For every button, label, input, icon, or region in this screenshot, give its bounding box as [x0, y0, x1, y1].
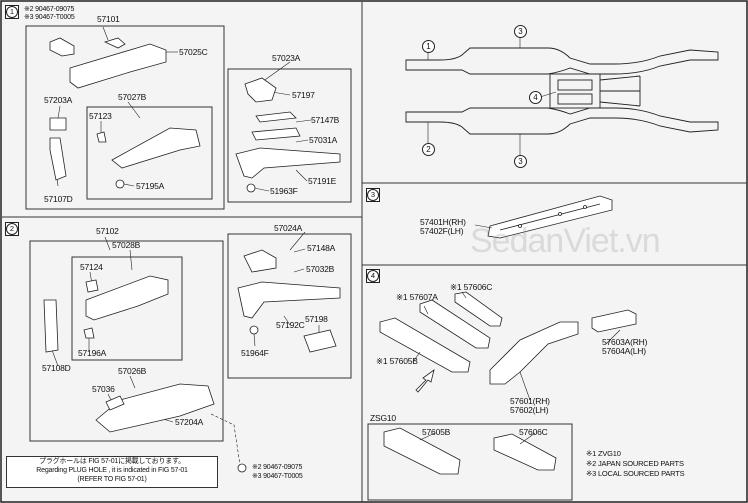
- label-57147B: 57147B: [311, 115, 340, 125]
- bolt-label-1: ※2 90467-09075: [252, 464, 303, 471]
- label-57196A: 57196A: [78, 348, 107, 358]
- rail-part-57401H: [487, 195, 613, 239]
- note-line-en: Regarding PLUG HOLE , it is indicated in…: [36, 467, 188, 474]
- section-1-marker: 1: [5, 5, 19, 19]
- label-57192C: 57192C: [276, 320, 305, 330]
- plug-hole-note: プラグホールは FIG 57-01に掲載しております。 Regarding PL…: [6, 456, 218, 488]
- label-57107D: 57107D: [44, 194, 73, 204]
- watermark: SedanViet.vn: [470, 222, 661, 260]
- label-57032B: 57032B: [306, 264, 335, 274]
- frame-outline: [405, 47, 719, 135]
- label-57101: 57101: [97, 14, 120, 24]
- label-57606C: ※1 57606C: [450, 282, 493, 292]
- legend-2: ※2 JAPAN SOURCED PARTS: [586, 459, 684, 468]
- label-57031A: 57031A: [309, 135, 338, 145]
- label-57605B-zsg: 57605B: [422, 427, 451, 437]
- label-57607A: ※1 57607A: [396, 292, 438, 302]
- label-57203A: 57203A: [44, 95, 73, 105]
- label-57198: 57198: [305, 314, 328, 324]
- label-57102: 57102: [96, 226, 119, 236]
- overview-callout-2: 2: [422, 143, 435, 156]
- label-57027B: 57027B: [118, 92, 147, 102]
- bolt-note-1: ※2 90467-09075: [24, 6, 75, 13]
- label-57023A: 57023A: [272, 53, 301, 63]
- label-57603A: 57603A(RH): [602, 337, 648, 347]
- label-57197: 57197: [292, 90, 315, 100]
- label-57024A: 57024A: [274, 223, 303, 233]
- label-51963F: 51963F: [270, 186, 298, 196]
- label-57604A: 57604A(LH): [602, 346, 646, 356]
- label-57204A: 57204A: [175, 417, 204, 427]
- label-57602: 57602(LH): [510, 405, 549, 415]
- label-57195A: 57195A: [136, 181, 165, 191]
- label-57036: 57036: [92, 384, 115, 394]
- label-zsg10: ZSG10: [370, 413, 396, 423]
- overview-callout-1: 1: [422, 40, 435, 53]
- bolt-note-2: ※3 90467-T0005: [24, 14, 75, 21]
- note-line-jp: プラグホールは FIG 57-01に掲載しております。: [39, 458, 185, 465]
- overview-callout-4: 4: [529, 91, 542, 104]
- label-51964F: 51964F: [241, 348, 269, 358]
- note-line-ref: (REFER TO FIG 57-01): [77, 476, 147, 483]
- label-57124: 57124: [80, 262, 103, 272]
- overview-callout-3-top: 3: [514, 25, 527, 38]
- label-57401H: 57401H(RH): [420, 217, 466, 227]
- label-57025C: 57025C: [179, 47, 208, 57]
- direction-arrow: [415, 369, 435, 393]
- label-57108D: 57108D: [42, 363, 71, 373]
- label-57148A: 57148A: [307, 243, 336, 253]
- label-57123: 57123: [89, 111, 112, 121]
- section-2-marker: 2: [5, 222, 19, 236]
- overview-callout-3-bottom: 3: [514, 155, 527, 168]
- label-57605B: ※1 57605B: [376, 356, 418, 366]
- label-57601: 57601(RH): [510, 396, 550, 406]
- section-3-marker: 3: [366, 188, 380, 202]
- section-4-marker: 4: [366, 269, 380, 283]
- label-57191E: 57191E: [308, 176, 337, 186]
- legend-3: ※3 LOCAL SOURCED PARTS: [586, 469, 685, 478]
- legend-1: ※1 ZVG10: [586, 449, 621, 458]
- label-57402F: 57402F(LH): [420, 226, 464, 236]
- label-57606C-zsg: 57606C: [519, 427, 548, 437]
- label-57026B: 57026B: [118, 366, 147, 376]
- bolt-label-2: ※3 90467-T0005: [252, 473, 303, 480]
- label-57028B: 57028B: [112, 240, 141, 250]
